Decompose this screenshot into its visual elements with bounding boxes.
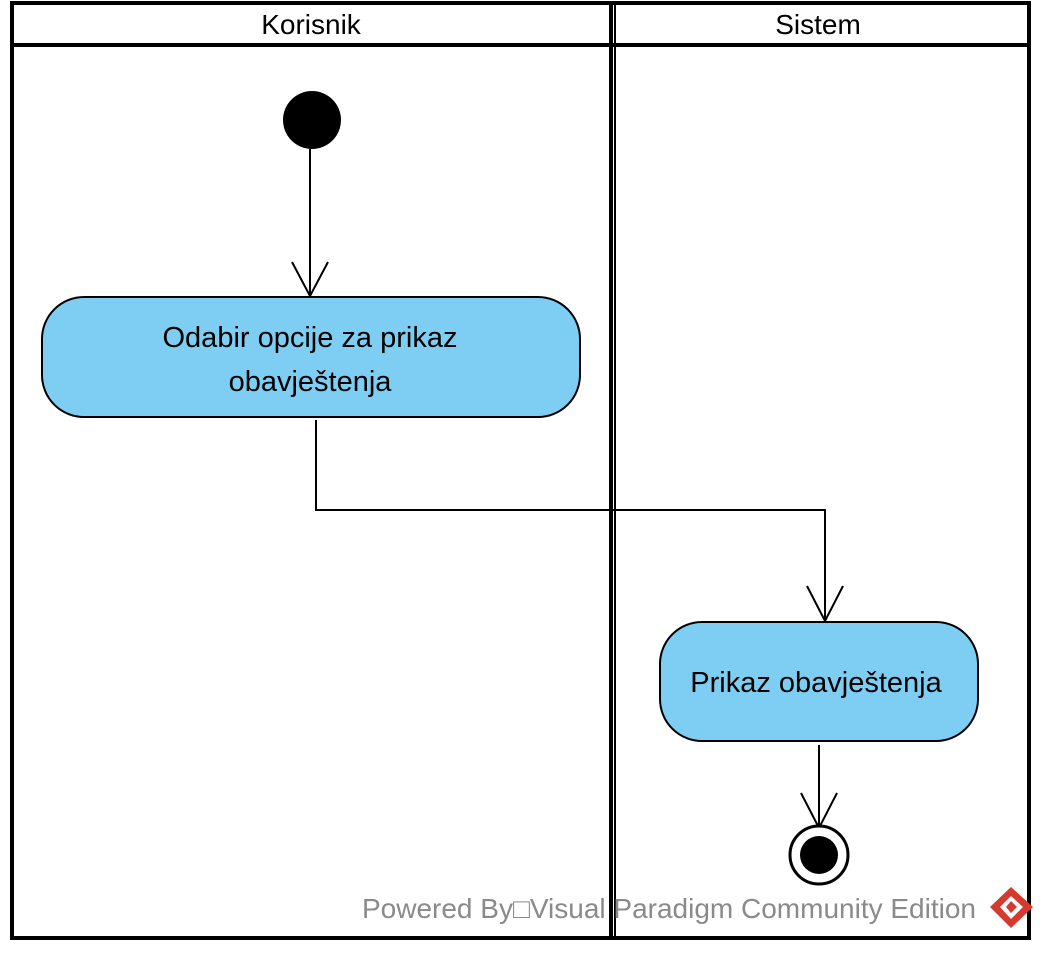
action-select-option[interactable]: Odabir opcije za prikaz obavještenja xyxy=(41,296,581,418)
visual-paradigm-logo-icon xyxy=(990,887,1033,928)
action-show-notifications[interactable]: Prikaz obavještenja xyxy=(659,621,979,742)
action-select-option-label-line2: obavještenja xyxy=(229,366,393,398)
watermark-text: Powered By□Visual Paradigm Community Edi… xyxy=(362,893,976,924)
action-select-option-shape[interactable] xyxy=(41,296,581,418)
lane-title-korisnik: Korisnik xyxy=(261,9,362,40)
action-show-notifications-label: Prikaz obavještenja xyxy=(690,667,942,699)
action-select-option-label: Odabir opcije za prikaz xyxy=(163,322,458,354)
action-show-notifications-shape[interactable] xyxy=(659,621,979,742)
swimlane-border xyxy=(10,1,1031,940)
swimlane-frame xyxy=(10,1,1031,940)
lane-title-sistem: Sistem xyxy=(775,9,861,40)
initial-node[interactable] xyxy=(283,91,341,149)
final-node[interactable] xyxy=(788,824,850,886)
